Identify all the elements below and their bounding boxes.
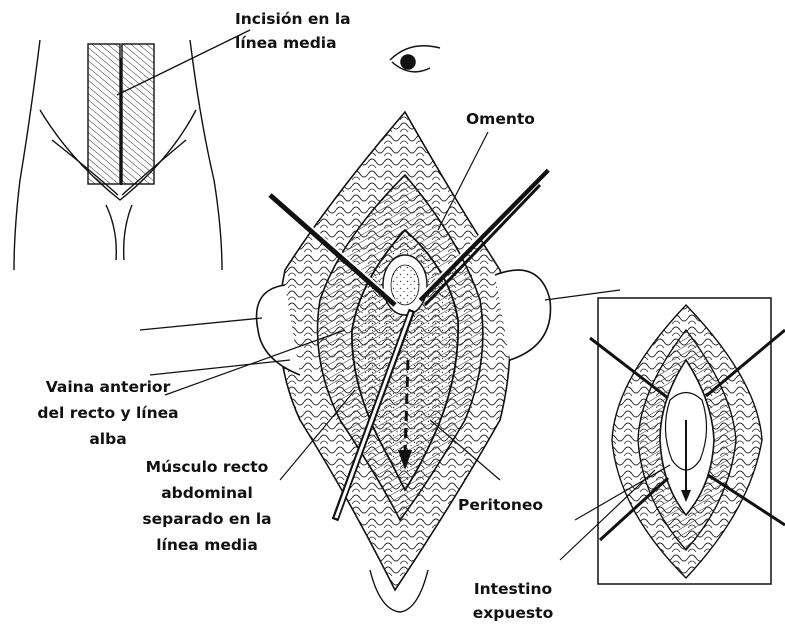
- intestino-label-line1: Intestino: [458, 578, 568, 600]
- musculo-label-line4: línea media: [122, 534, 292, 556]
- musculo-label-line1: Músculo recto: [122, 456, 292, 478]
- musculo-label-line3: separado en la: [122, 508, 292, 530]
- incision-label-line1: Incisión en la: [235, 8, 351, 30]
- eye-icon: [390, 46, 440, 72]
- omento-label: Omento: [466, 108, 535, 130]
- torso-figure: [14, 30, 250, 270]
- incision-label-line2: línea media: [235, 32, 337, 54]
- vaina-label-line3: alba: [28, 428, 188, 450]
- musculo-label-line2: abdominal: [122, 482, 292, 504]
- intestino-label-line2: expuesto: [458, 602, 568, 624]
- vaina-label-line2: del recto y línea: [28, 402, 188, 424]
- peritoneo-label: Peritoneo: [458, 494, 543, 516]
- inset-detail: [590, 298, 785, 584]
- vaina-label-line1: Vaina anterior: [28, 376, 188, 398]
